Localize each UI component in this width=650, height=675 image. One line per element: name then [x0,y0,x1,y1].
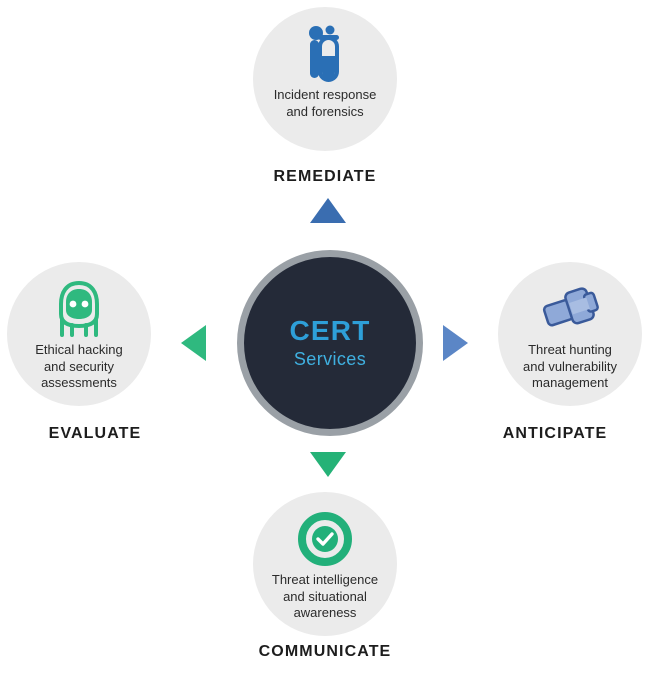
node-evaluate: Ethical hacking and security assessments [7,262,151,406]
node-anticipate-line3: management [532,375,608,391]
magnifier-flashlight-icon [537,278,603,340]
node-anticipate-line1: Threat hunting [528,342,612,357]
node-remediate: Incident response and forensics [253,7,397,151]
arrow-down-icon [310,452,346,477]
center-hub: CERT Services [237,250,423,436]
hacker-hoodie-icon [53,278,105,340]
node-communicate-description: Threat intelligence and situational awar… [263,572,387,622]
gear-check-icon [296,508,354,570]
node-anticipate: Threat hunting and vulnerability managem… [498,262,642,406]
hub-subtitle: Services [293,349,367,370]
node-remediate-description: Incident response and forensics [263,87,387,120]
test-tube-icon [297,23,353,85]
stage-label-evaluate: EVALUATE [48,425,142,442]
stage-label-anticipate: ANTICIPATE [502,425,608,442]
node-anticipate-description: Threat hunting and vulnerability managem… [508,342,632,392]
arrow-up-icon [310,198,346,223]
node-evaluate-line2: and security [43,358,115,374]
node-remediate-line1: Incident response [273,87,377,102]
node-communicate-line1: Threat intelligence [271,572,379,587]
node-evaluate-line3: assessments [41,375,117,391]
node-communicate-line2: and situational [283,588,367,604]
arrow-left-icon [181,325,206,361]
hub-title: CERT [289,314,371,346]
node-communicate: Threat intelligence and situational awar… [253,492,397,636]
stage-label-remediate: REMEDIATE [273,168,377,185]
node-evaluate-line1: Ethical hacking [35,342,123,357]
node-remediate-line2: and forensics [286,103,364,119]
arrow-right-icon [443,325,468,361]
node-communicate-line3: awareness [293,605,357,621]
node-evaluate-description: Ethical hacking and security assessments [17,342,141,392]
node-anticipate-line2: and vulnerability [523,358,617,374]
stage-label-communicate: COMMUNICATE [258,643,392,660]
